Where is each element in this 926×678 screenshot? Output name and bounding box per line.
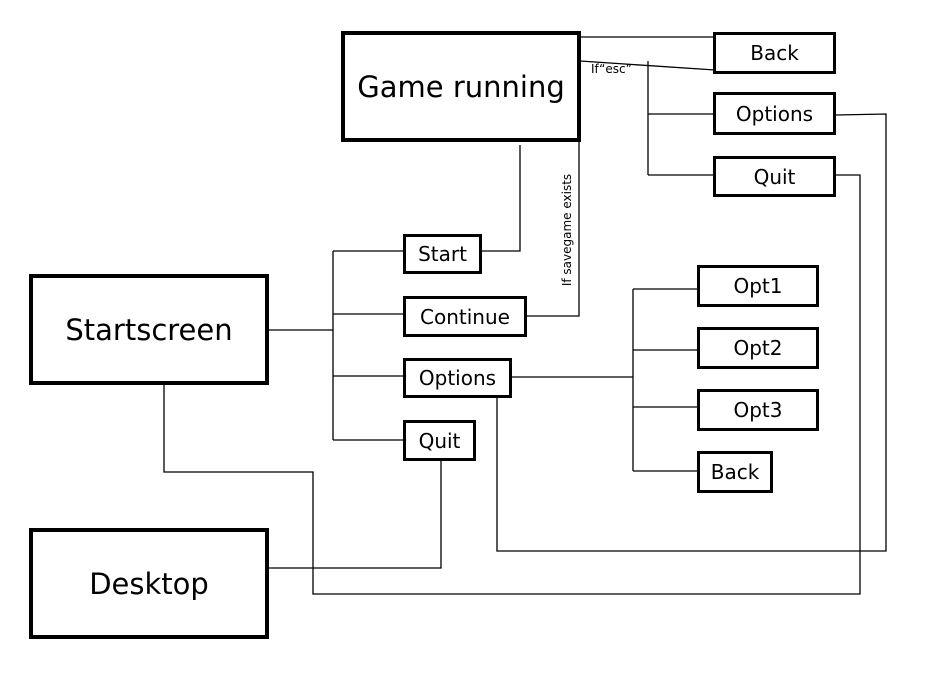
node-options-main: Options xyxy=(403,358,512,398)
node-game-running: Game running xyxy=(341,31,581,142)
node-desktop: Desktop xyxy=(29,528,269,639)
node-options-pause: Options xyxy=(713,92,836,135)
note-savegame: If savegame exists xyxy=(560,173,574,287)
node-quit-main: Quit xyxy=(403,420,476,461)
node-quit-pause: Quit xyxy=(713,156,836,197)
node-startscreen: Startscreen xyxy=(29,274,269,385)
note-esc: If“esc” xyxy=(591,62,632,76)
node-opt2: Opt2 xyxy=(697,327,819,369)
edge-pause-quit-to-startscreen xyxy=(163,174,861,595)
node-continue: Continue xyxy=(403,296,527,337)
edge-pause-options-to-options xyxy=(496,113,887,552)
node-opt1: Opt1 xyxy=(697,265,819,307)
node-back-pause: Back xyxy=(713,32,836,74)
node-opt3: Opt3 xyxy=(697,389,819,431)
edge-game-running-to-start xyxy=(482,145,521,252)
node-start: Start xyxy=(403,234,482,274)
edge-quit-to-desktop xyxy=(268,460,442,569)
node-back-options: Back xyxy=(697,451,773,493)
